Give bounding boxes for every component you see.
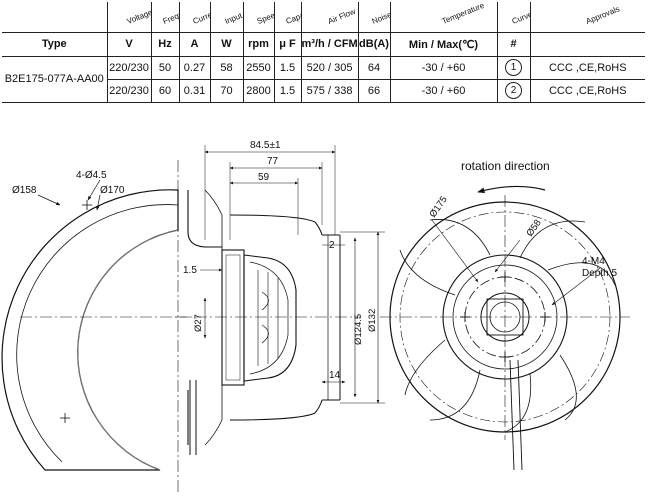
dim-overall-length: 84.5±1 — [250, 140, 281, 151]
dim-dia-175: Ø175 — [427, 194, 449, 219]
unit-temperature: Min / Max(℃) — [389, 31, 498, 57]
header-voltage: Voltage — [106, 2, 152, 32]
data-row-1: B2E175-077A-AA00 220/230 50 0.27 58 2550… — [2, 55, 645, 103]
cell-temperature: -30 / +60 — [389, 78, 498, 103]
dim-depth-14: 14 — [329, 370, 341, 381]
dim-gap-2: 2 — [329, 240, 335, 251]
header-row: Voltage Frequency Current Input Power Sp… — [2, 2, 645, 32]
dim-dia-58: Ø58 — [524, 218, 543, 239]
cell-current: 0.27 — [178, 55, 211, 80]
cell-air-flow: 520 / 305 — [300, 55, 359, 80]
unit-type: Type — [2, 31, 108, 57]
side-view — [175, 145, 385, 455]
cell-approvals: CCC ,CE,RoHS — [529, 78, 645, 103]
dim-dia-pitch: Ø170 — [100, 185, 125, 196]
mount-hole-marks — [60, 200, 92, 423]
dim-dia-outer: Ø158 — [12, 185, 37, 196]
rotation-arrow — [477, 185, 546, 194]
cell-voltage: 220/230 — [106, 78, 152, 103]
cell-noise: 64 — [357, 55, 391, 80]
cell-speed: 2800 — [242, 78, 275, 103]
dim-thread: 4-M4 — [582, 256, 605, 267]
header-air-flow: Air Flow — [300, 2, 359, 32]
motor-body — [243, 254, 297, 382]
inlet-ring-inner — [16, 204, 179, 463]
dim-length-59: 59 — [258, 172, 270, 183]
spec-table: Voltage Frequency Current Input Power Sp… — [2, 2, 645, 103]
dim-flange-offset: 1.5 — [183, 265, 197, 276]
cell-air-flow: 575 / 338 — [300, 78, 359, 103]
unit-curve-no: # — [496, 31, 531, 57]
dim-thread-depth: Depth 5 — [582, 268, 617, 279]
cell-noise: 66 — [357, 78, 391, 103]
unit-capacitor: μ F — [273, 31, 302, 57]
header-current: Current — [178, 2, 211, 32]
cell-voltage: 220/230 — [106, 55, 152, 80]
header-noise: Noise — [357, 2, 391, 32]
unit-air-flow: m³/h / CFM — [300, 31, 359, 57]
inlet-ring-outline — [1, 189, 179, 471]
dim-dia-132: Ø132 — [367, 309, 378, 332]
cell-power: 58 — [209, 55, 244, 80]
motor-flange — [221, 249, 245, 386]
inlet-ring-shade — [77, 229, 179, 471]
header-input-power: Input Power — [209, 2, 244, 32]
units-row: Type V Hz A W rpm μ F m³/h / CFM dB(A) M… — [2, 31, 645, 57]
unit-frequency: Hz — [150, 31, 180, 57]
header-frequency: Frequency — [150, 2, 180, 32]
header-blank — [2, 2, 108, 32]
curve-number-badge: 2 — [505, 82, 522, 99]
header-approvals: Approvals — [529, 2, 645, 32]
model-name: B2E175-077A-AA00 — [2, 55, 108, 103]
unit-speed: rpm — [242, 31, 275, 57]
dim-length-77: 77 — [267, 156, 279, 167]
header-temperature: Temperature — [389, 2, 498, 32]
cell-curve: 2 — [496, 78, 531, 103]
cell-capacitor: 1.5 — [273, 55, 302, 80]
impeller-blades — [399, 219, 616, 433]
dim-dia-124: Ø124.5 — [353, 314, 364, 345]
cell-capacitor: 1.5 — [273, 78, 302, 103]
front-view — [380, 185, 630, 471]
rotation-direction-label: rotation direction — [461, 159, 550, 173]
curve-number-badge: 1 — [505, 59, 522, 76]
left-view — [1, 160, 190, 495]
dim-holes: 4-Ø4.5 — [76, 170, 107, 181]
data-row-2: 220/230 60 0.31 70 2800 1.5 575 / 338 66… — [2, 78, 645, 103]
dim-dia-hub: Ø27 — [193, 314, 204, 332]
